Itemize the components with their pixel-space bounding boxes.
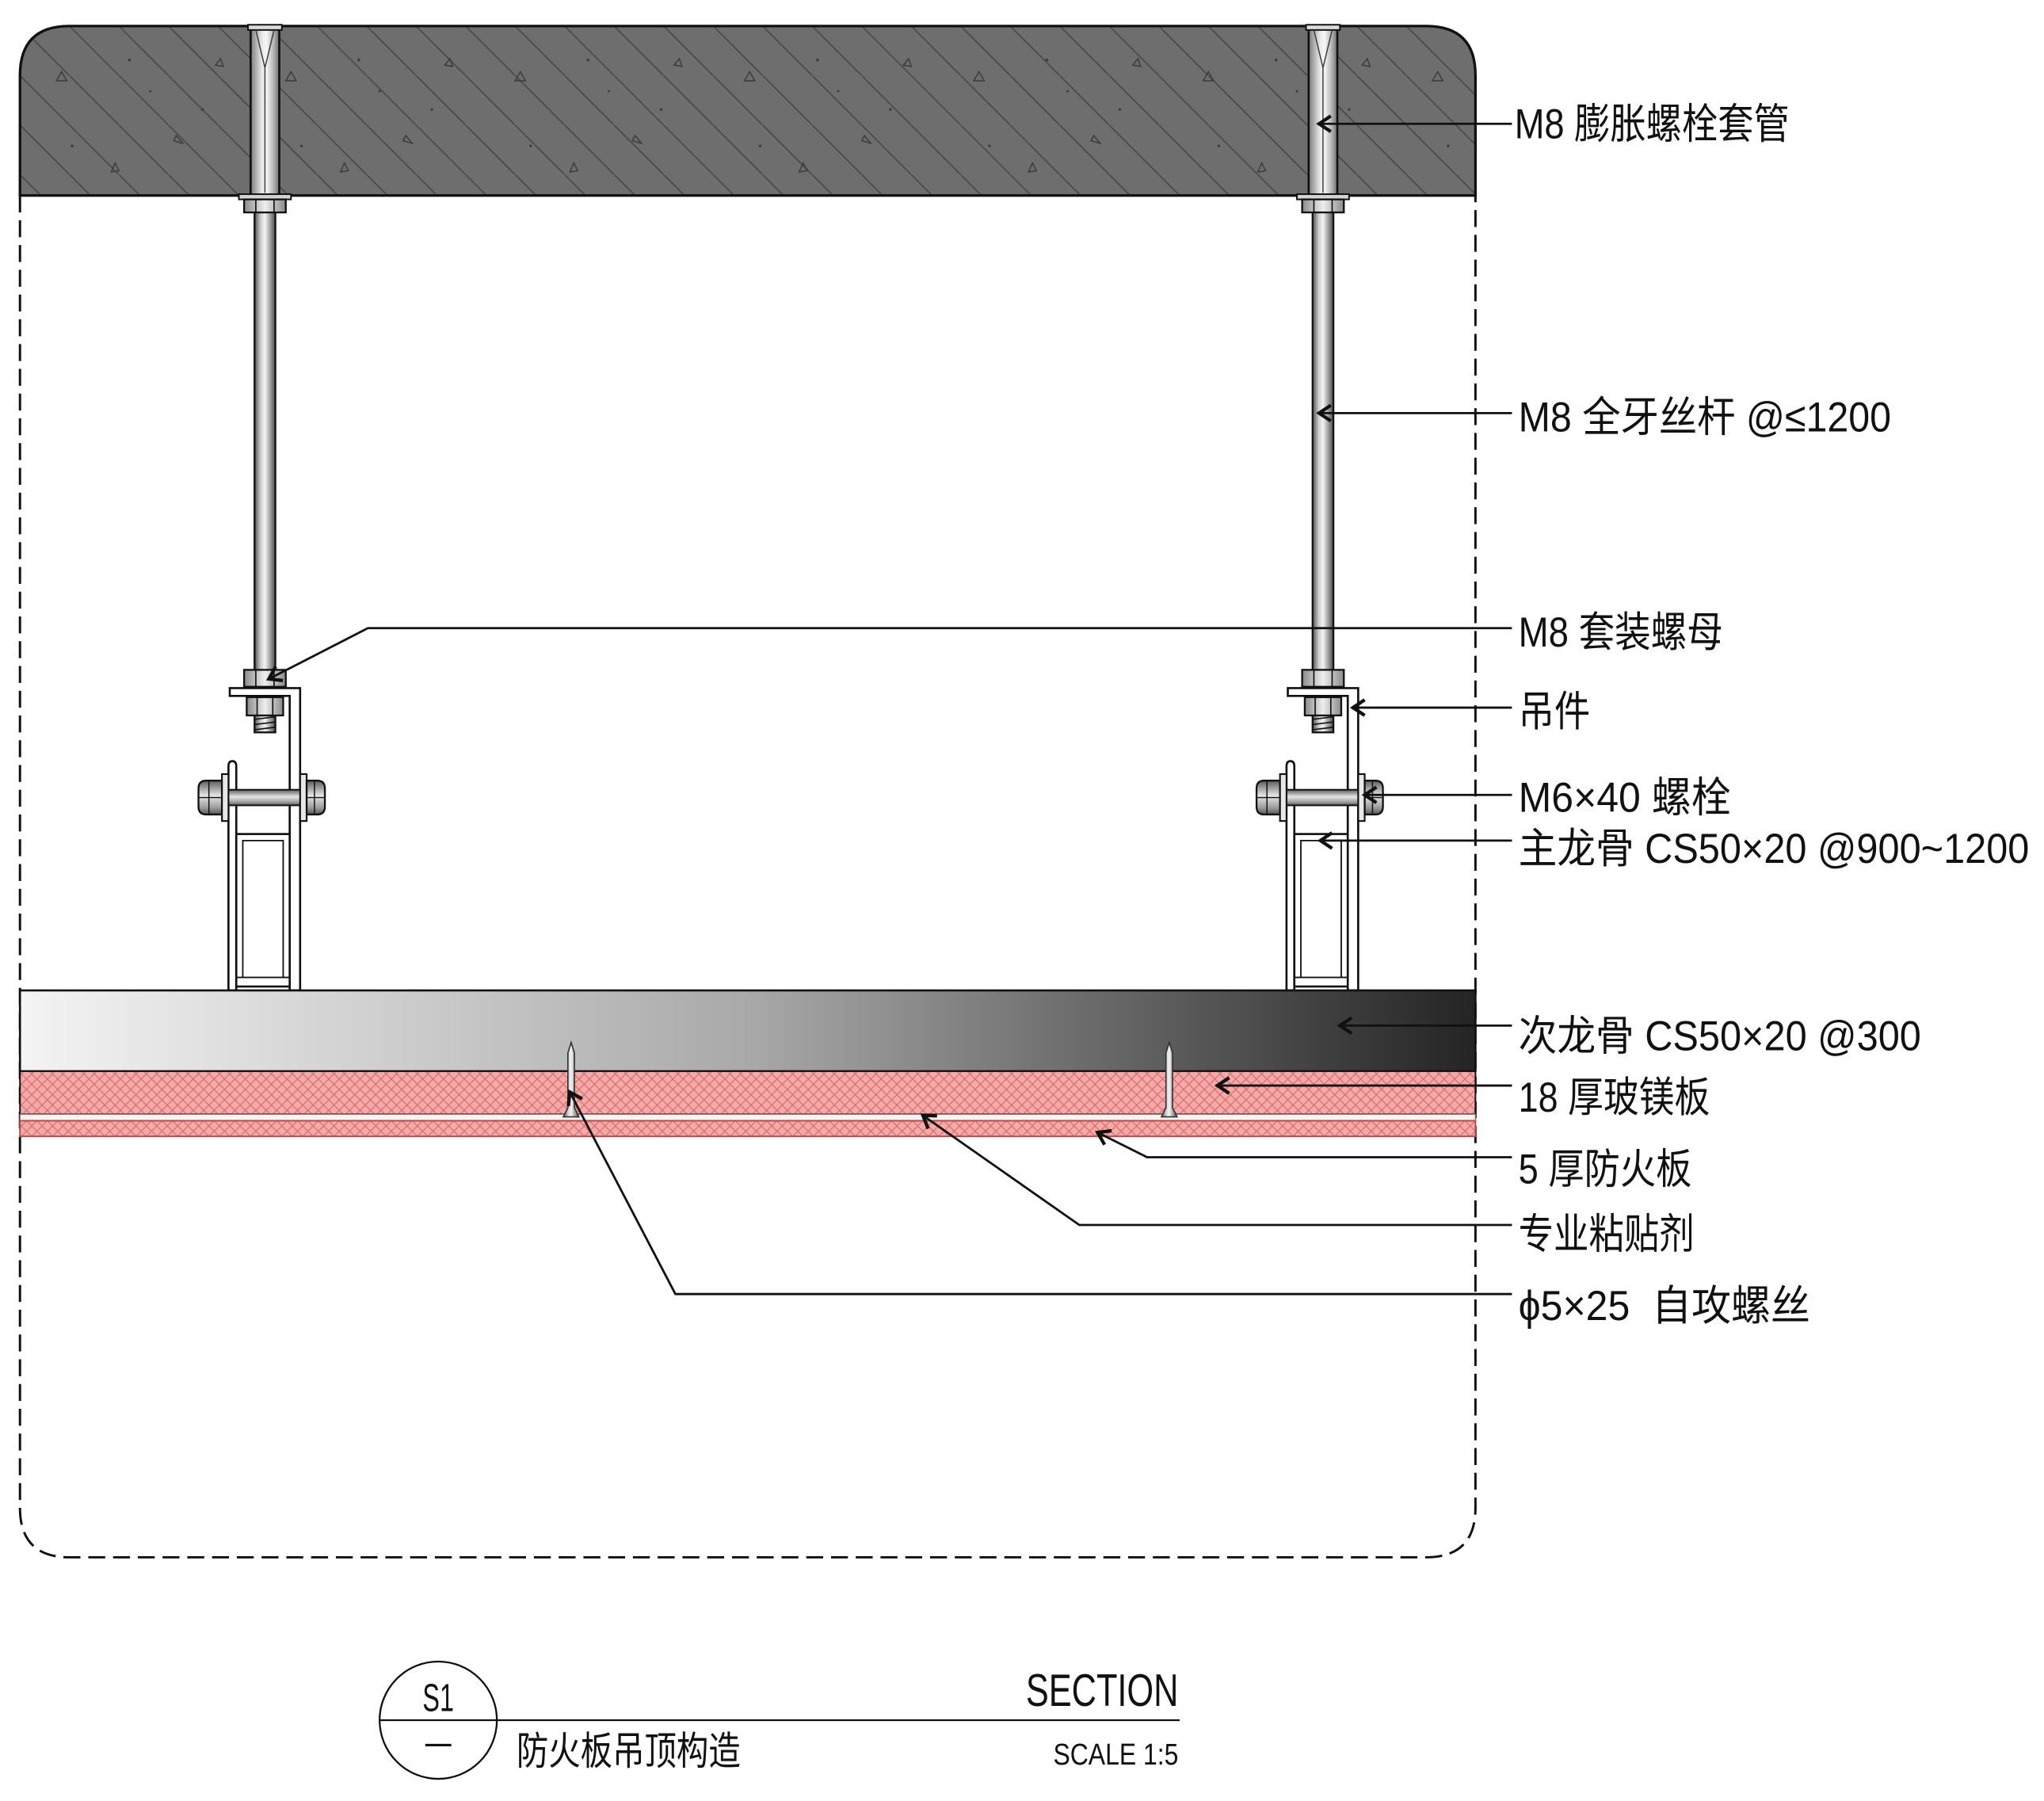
sheet-ref: — [425,1721,452,1762]
label-fireproof-board: 5 厚防火板 [1519,1146,1692,1192]
fireproof-board [19,1120,1477,1138]
detail-id: S1 [422,1677,453,1720]
label-threaded-rod: M8 全牙丝杆 @≤1200 [1519,394,1891,441]
slab-aggregate [20,25,1476,196]
leader-lines [265,114,1512,1295]
label-expansion-sleeve: M8 膨胀螺栓套管 [1515,101,1790,147]
slab-outline [18,25,1478,197]
leader-fireproof-board [1094,1128,1512,1158]
view-type: SECTION [1026,1666,1178,1716]
label-secondary-runner: 次龙骨 CS50×20 @300 [1519,1013,1921,1060]
title-block: S1 — SECTION 防火板吊顶构造 SCALE 1:5 [379,1660,1180,1780]
drawing-title: 防火板吊顶构造 [517,1730,741,1773]
label-nut-set: M8 套装螺母 [1519,609,1723,656]
concrete-slab [18,25,1478,197]
leader-nut-set [265,627,1512,683]
label-self-tapping-screw: ϕ5×25 自攻螺丝 [1519,1283,1810,1330]
drawing-scale: SCALE 1:5 [1053,1738,1178,1772]
label-main-runner: 主龙骨 CS50×20 @900~1200 [1519,826,2030,872]
component-labels: M8 膨胀螺栓套管 M8 全牙丝杆 @≤1200 M8 套装螺母 吊件 M6×4… [1515,101,2030,1330]
detail-boundary [18,195,1477,1559]
leader-self-tapping-screw [566,1089,1512,1295]
adhesive-layer [19,1113,1477,1122]
label-hanger: 吊件 [1519,689,1590,735]
mgo-board [19,1070,1477,1116]
secondary-runner [18,989,1477,1073]
leader-adhesive [920,1113,1512,1227]
label-bolt: M6×40 螺栓 [1519,775,1731,822]
label-mgo-board: 18 厚玻镁板 [1519,1074,1710,1121]
label-adhesive: 专业粘贴剂 [1519,1211,1695,1258]
